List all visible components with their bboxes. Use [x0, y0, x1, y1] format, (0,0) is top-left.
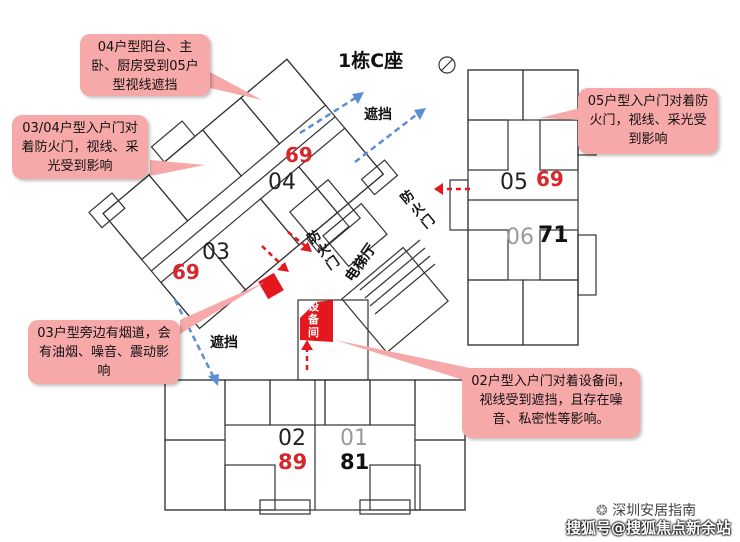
unit-03-size: 69 [172, 260, 200, 284]
unit-06-label: 06 [506, 225, 534, 250]
callout-pointers [150, 72, 580, 382]
flue-highlight [258, 272, 284, 300]
equipment-room-highlight [300, 300, 333, 342]
unit-04-label: 04 [268, 170, 296, 195]
blue-arrows [173, 93, 421, 381]
red-arrowheads [277, 183, 443, 350]
callout-03-04: 03/04户型入户门对着防火门，视线、采光受到影响 [12, 115, 148, 179]
blue-arrowheads [208, 92, 426, 386]
unit-05-label: 05 [500, 170, 528, 195]
unit-05-size: 69 [536, 167, 564, 191]
unit-02-size: 89 [278, 450, 308, 474]
core [288, 178, 449, 381]
unit-01-label: 01 [340, 426, 368, 451]
watermark-source: 搜狐号@搜狐焦点新余站 [566, 519, 732, 537]
unit-04-size: 69 [285, 143, 313, 167]
wing-05-06 [449, 69, 597, 346]
unit-03-label: 03 [202, 240, 230, 265]
equipment-room-label: 设备间 [308, 300, 319, 339]
obstruction-label-left: 遮挡 [210, 335, 238, 351]
callout-03: 03户型旁边有烟道，会有油烟、噪音、震动影响 [28, 320, 180, 384]
callout-02: 02户型入户门对着设备间，视线受到遮挡，且存在噪音、私密性等影响。 [462, 368, 640, 438]
unit-02-label: 02 [278, 426, 306, 451]
obstruction-label-top: 遮挡 [364, 107, 392, 123]
watermark-account: ❂ 深圳安居指南 [596, 503, 697, 519]
unit-06-size: 71 [538, 223, 569, 248]
callout-04: 04户型阳台、主卧、厨房受到05户型视线遮挡 [80, 34, 210, 96]
callout-05: 05户型入户门对着防火门，视线、采光受到影响 [578, 88, 718, 154]
wing-01-02 [164, 379, 466, 515]
wechat-icon: ❂ [596, 503, 608, 519]
unit-01-size: 81 [340, 450, 370, 474]
wing-03-04 [88, 58, 399, 330]
compass-icon [438, 56, 456, 74]
building-title: 1栋C座 [338, 50, 404, 72]
